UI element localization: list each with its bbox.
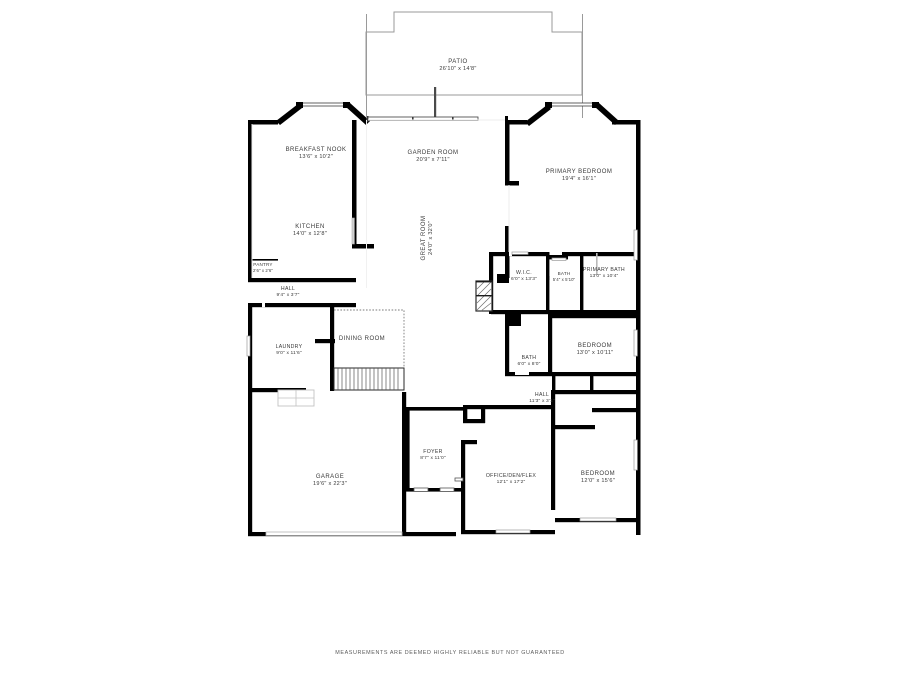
walls-structure [246, 14, 641, 537]
staircase [333, 367, 405, 391]
patio-inner-partition [434, 87, 437, 119]
interior-light-lines [251, 119, 510, 278]
patio-outline [365, 11, 583, 96]
measurements-disclaimer: MEASUREMENTS ARE DEEMED HIGHLY RELIABLE … [335, 650, 565, 656]
dining-room-dotted-outline [334, 309, 405, 373]
door-openings [511, 251, 567, 261]
